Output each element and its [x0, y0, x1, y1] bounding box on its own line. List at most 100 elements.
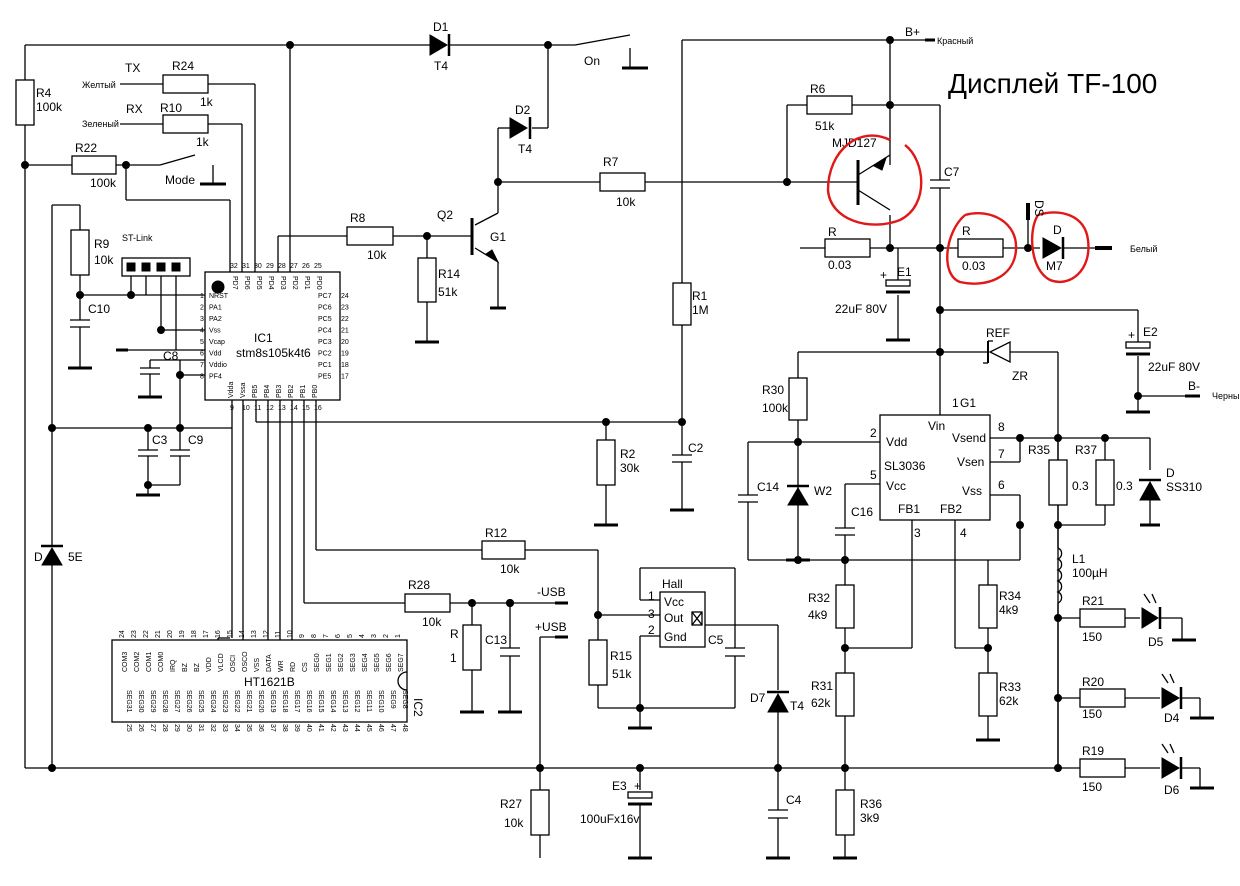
ic2-pin-seg3: SEG3: [350, 653, 357, 672]
r-small-value: 1: [450, 651, 457, 665]
ic2-pin-osco: OSCO: [242, 651, 249, 672]
ic2-pin-com2: COM2: [134, 652, 141, 672]
ic1-pin-pb3: PB3: [276, 385, 283, 398]
r2-value: 30k: [620, 461, 640, 475]
ic1-pin-num: 4: [200, 328, 204, 335]
r6-value: 51k: [815, 119, 835, 133]
r36-value: 3k9: [860, 811, 880, 825]
hall-name: Hall: [662, 577, 683, 591]
r35-name: R35: [1028, 443, 1050, 457]
ic2-pin-com0: COM0: [158, 652, 165, 672]
ic1-pin-pd2: PD2: [291, 276, 298, 290]
resistor-r24: R24 1k: [162, 59, 214, 109]
resistor-r27: R27 10k: [500, 789, 550, 836]
m7-name: D: [1053, 223, 1062, 237]
ic3-num-vcc: 5: [870, 468, 877, 482]
ic2-pin-num: 45: [365, 724, 372, 732]
ic1-pin-num: 15: [302, 405, 310, 412]
ic2-pin-num: 15: [227, 630, 234, 638]
resistor-r19: R19 150: [1079, 744, 1126, 794]
ic1-pin-vcap: Vcap: [209, 339, 225, 346]
r30-name: R30: [762, 383, 784, 397]
l1-name: L1: [1072, 552, 1086, 566]
ic1-pin-num: 11: [254, 405, 261, 412]
ic3-pin-vsen: Vsen: [957, 455, 984, 469]
mode-switch-label: Mode: [165, 173, 195, 187]
ic1-pin-num: 24: [341, 293, 349, 300]
ic2-pin-num: 13: [251, 630, 258, 638]
ic2-pin-num: 8: [311, 634, 318, 638]
ic3-num-vsen: 7: [998, 447, 1005, 461]
resistor-r21: R21 150: [1079, 594, 1126, 644]
ic3-pin-vdd: Vdd: [886, 435, 907, 449]
ic2-pin-num: 2: [383, 634, 390, 638]
r4-name: R4: [36, 86, 52, 100]
ic2-pin-num: 42: [329, 724, 336, 732]
ic2-pin-seg28: SEG28: [161, 690, 168, 713]
ic1-pin-num: 27: [290, 263, 298, 270]
ic2-pin-vlcd: VLCD: [218, 653, 225, 672]
r8-value: 10k: [367, 248, 387, 262]
ic1-pin-vssa: Vssa: [240, 382, 247, 398]
ic1-pin-pe5: PE5: [318, 374, 331, 381]
r-small-name: R: [450, 627, 459, 641]
ic3-num-fb1: 3: [914, 526, 921, 540]
r24-value: 1k: [200, 95, 214, 109]
rs1-value: 0.03: [828, 258, 852, 272]
w2-label: W2: [814, 484, 832, 498]
ic2-pin-num: 36: [257, 724, 264, 732]
diode-d1: D1 T4: [429, 20, 451, 73]
ic2-pin-seg18: SEG18: [281, 690, 288, 713]
resistor-r8: R8 10k: [346, 211, 394, 262]
r31-value: 62k: [811, 696, 831, 710]
ic3-pin-vcc: Vcc: [886, 479, 906, 493]
ic2-pin-num: 24: [119, 630, 126, 638]
ic2-pin-num: 10: [287, 630, 294, 638]
transistor-q1: MJD127: [832, 136, 891, 211]
ic2-pin-num: 27: [149, 724, 156, 732]
ic1-pin-vss: Vss: [209, 328, 221, 335]
r14-name: R14: [438, 267, 460, 281]
ic2-pin-num: 28: [161, 724, 168, 732]
c10-label: C10: [88, 302, 110, 316]
r33-value: 62k: [999, 694, 1019, 708]
ic1-pin-pd6: PD6: [243, 276, 250, 290]
resistor-r32: R32 4k9: [808, 584, 855, 629]
r37-value: 0.3: [1116, 479, 1133, 493]
diagram-title: Дисплей TF-100: [948, 68, 1157, 99]
ic2-pin-seg10: SEG10: [377, 690, 384, 713]
c2-label: C2: [688, 441, 704, 455]
ic2-pin-osci: OSCI: [230, 655, 237, 672]
hall-pin-vcc: Vcc: [664, 595, 684, 609]
rs2-name: R: [962, 224, 971, 238]
ic2-pin-seg30: SEG30: [137, 690, 144, 713]
c9-label: C9: [188, 433, 204, 447]
diode-ss310: D SS310: [1139, 466, 1202, 501]
ic1-pin-pc2: PC2: [318, 351, 332, 358]
ic1-pin-pa1: PA1: [209, 305, 222, 312]
ic1-pin-pc5: PC5: [318, 316, 332, 323]
r32-value: 4k9: [808, 608, 828, 622]
ic2-pin-num: 48: [401, 724, 408, 732]
r7-value: 10k: [616, 195, 636, 209]
ic2-pin-num: 38: [281, 724, 288, 732]
ic2-pin-seg6: SEG6: [386, 653, 393, 672]
resistor-r15: R15 51k: [588, 639, 632, 686]
ic2-pin-num: 30: [185, 724, 192, 732]
diode-zr: REF ZR: [983, 326, 1028, 383]
r19-name: R19: [1082, 744, 1104, 758]
ic1-pin-num: 12: [266, 405, 274, 412]
ic2-pin-seg1: SEG1: [326, 653, 333, 672]
ic2-pin-com3: COM3: [122, 652, 129, 672]
ic2-pin-num: 34: [233, 724, 240, 732]
led-d4: D4: [1161, 673, 1183, 725]
ic1-pin-num: 25: [314, 263, 322, 270]
ic1-pin-vddio: Vddio: [209, 362, 227, 369]
stlink-label: ST-Link: [122, 233, 153, 243]
r20-name: R20: [1082, 675, 1104, 689]
ic1-pin-num: 7: [200, 362, 204, 369]
r22-name: R22: [75, 141, 97, 155]
ic1-pin-num: 28: [278, 263, 286, 270]
diode-d7: D7 T4: [750, 690, 804, 713]
